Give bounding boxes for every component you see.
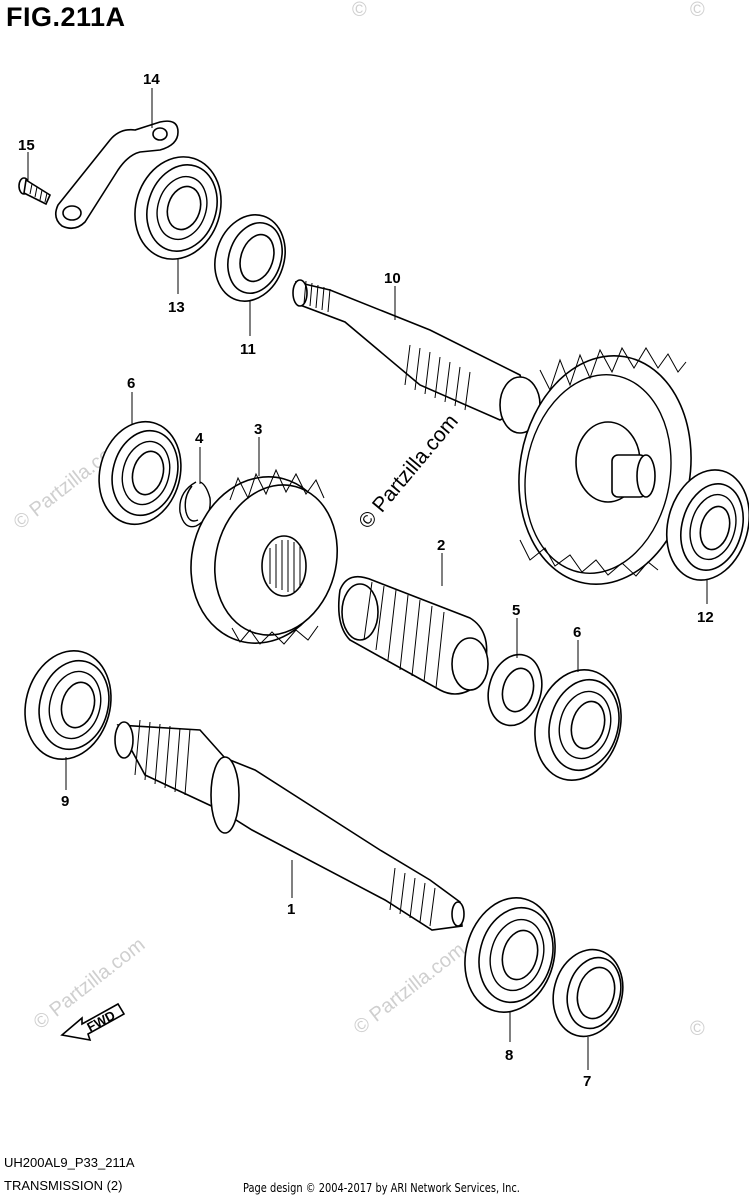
watermark-corner: © (690, 0, 705, 21)
callout-8: 8 (505, 1047, 513, 1064)
figure-name: TRANSMISSION (2) (4, 1178, 123, 1193)
part-8-bearing[interactable] (452, 888, 567, 1023)
figure-title: FIG.211A (6, 2, 126, 32)
watermark-faint: © Partzilla.com (350, 939, 470, 1039)
part-4-circlip[interactable] (179, 481, 211, 528)
callout-10: 10 (384, 270, 401, 287)
part-1-drive-shaft[interactable] (114, 719, 465, 931)
watermark-corner: © (690, 1018, 705, 1040)
part-12-bearing[interactable] (655, 461, 749, 590)
part-7-oil-seal[interactable] (544, 942, 632, 1045)
copyright-notice: Page design © 2004-2017 by ARI Network S… (243, 1181, 520, 1195)
part-13-bearing[interactable] (122, 146, 234, 271)
part-14-bracket-plate[interactable] (54, 120, 179, 230)
callout-2: 2 (437, 537, 445, 554)
part-2-gear[interactable] (337, 575, 489, 695)
callout-14: 14 (143, 71, 160, 88)
part-3-gear[interactable] (173, 461, 354, 660)
part-6-bearing-lower[interactable] (523, 660, 633, 790)
callout-5: 5 (512, 602, 520, 619)
callout-12: 12 (697, 609, 714, 626)
callout-6-lower: 6 (573, 624, 581, 641)
watermark-corner: © (352, 0, 367, 21)
callout-13: 13 (168, 299, 185, 316)
part-9-bearing[interactable] (13, 641, 123, 769)
callout-1: 1 (287, 901, 295, 918)
figure-code: UH200AL9_P33_211A (4, 1155, 135, 1170)
callout-6-upper: 6 (127, 375, 135, 392)
fwd-label: FWD (84, 1008, 117, 1035)
callout-7: 7 (583, 1073, 591, 1090)
callout-11: 11 (240, 341, 256, 358)
part-10-countershaft[interactable] (292, 279, 709, 598)
part-15-screw[interactable] (18, 177, 52, 206)
callout-9: 9 (61, 793, 69, 810)
watermark-main: © Partzilla.com (354, 410, 463, 533)
part-5-washer[interactable] (481, 648, 550, 731)
callout-4: 4 (195, 430, 204, 447)
callout-3: 3 (254, 421, 262, 438)
callout-15: 15 (18, 137, 35, 154)
part-6-bearing-upper[interactable] (88, 412, 192, 533)
part-11-oil-seal[interactable] (204, 206, 296, 311)
leader-lines (27, 88, 708, 1070)
